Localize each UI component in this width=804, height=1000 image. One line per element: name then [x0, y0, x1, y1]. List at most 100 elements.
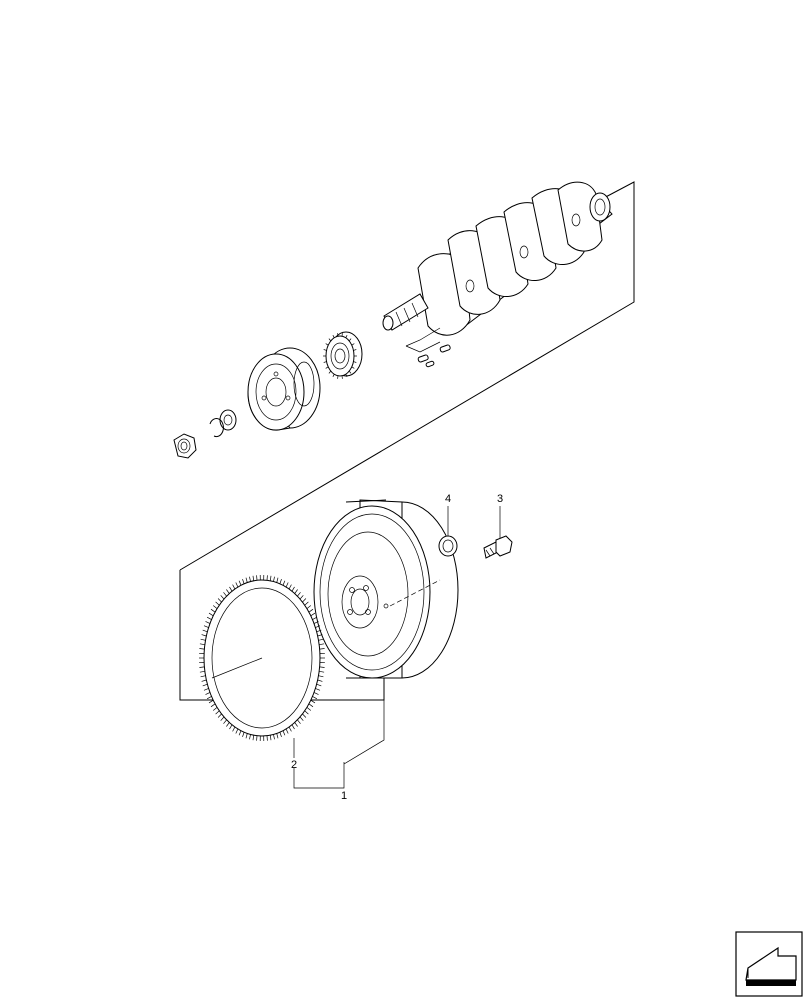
callout-leaders — [293, 682, 385, 789]
crankshaft-gear — [323, 331, 363, 379]
gear-tooth — [308, 703, 314, 708]
gear-tooth — [238, 730, 242, 736]
gear-tooth — [210, 608, 216, 613]
pilot-bushing — [438, 506, 458, 557]
gear-tooth — [220, 595, 225, 600]
gear-tooth — [328, 338, 332, 342]
flywheel-bolt — [483, 506, 513, 559]
gear-tooth — [279, 578, 282, 584]
gear-tooth — [325, 343, 329, 346]
gear-tooth — [302, 598, 307, 603]
callout-1: 1 — [341, 790, 347, 802]
pulley-washer — [219, 409, 237, 431]
pulley-circlip — [209, 418, 224, 438]
gear-tooth — [318, 675, 324, 678]
flywheel — [313, 499, 459, 679]
gear-tooth — [202, 683, 208, 687]
gear-tooth — [235, 728, 239, 734]
gear-tooth — [288, 726, 292, 732]
gear-tooth — [232, 726, 236, 732]
gear-tooth — [269, 735, 272, 741]
gear-tooth — [313, 621, 319, 624]
gear-tooth — [212, 605, 218, 609]
gear-tooth — [297, 719, 301, 724]
gear-tooth — [220, 716, 225, 721]
gear-tooth — [212, 707, 218, 711]
gear-tooth — [199, 670, 205, 673]
gear-tooth — [319, 670, 325, 673]
gear-tooth — [312, 616, 318, 620]
gear-tooth — [288, 584, 292, 590]
gear-tooth — [328, 370, 332, 374]
gear-tooth — [205, 692, 211, 695]
pulley-nut — [173, 433, 197, 459]
gear-tooth — [313, 692, 319, 695]
gear-tooth — [208, 699, 214, 704]
gear-tooth — [294, 722, 298, 727]
gear-tooth — [306, 707, 312, 711]
gear-tooth — [252, 735, 255, 741]
gear-tooth — [217, 598, 222, 603]
gear-tooth — [206, 696, 212, 700]
gear-tooth — [229, 724, 233, 730]
gear-tooth — [285, 582, 289, 588]
gear-tooth — [319, 666, 325, 668]
gear-tooth — [203, 625, 209, 628]
gear-tooth — [273, 576, 275, 582]
gear-tooth — [242, 578, 245, 584]
gear-tooth — [312, 696, 318, 700]
gear-tooth — [315, 625, 321, 628]
gear-tooth — [215, 710, 220, 715]
gear-tooth — [276, 577, 279, 583]
gear-tooth — [299, 595, 304, 600]
gear-tooth — [291, 586, 295, 592]
callout-4: 4 — [445, 493, 451, 505]
gear-tooth — [226, 722, 230, 727]
gear-tooth — [351, 366, 355, 369]
gear-tooth — [291, 724, 295, 730]
gear-tooth — [294, 589, 298, 594]
gear-tooth — [215, 601, 220, 606]
gear-tooth — [235, 582, 239, 588]
gear-tooth — [223, 592, 227, 597]
gear-tooth — [332, 374, 335, 378]
gear-tooth — [345, 334, 348, 338]
woodruff-keys — [405, 327, 451, 368]
gear-tooth — [353, 349, 357, 351]
gear-tooth — [252, 575, 255, 581]
gear-tooth — [325, 366, 329, 369]
gear-tooth — [297, 592, 301, 597]
gear-tooth — [249, 576, 251, 582]
gear-tooth — [345, 374, 348, 378]
gear-tooth — [332, 334, 335, 338]
gear-tooth — [348, 370, 352, 374]
gear-tooth — [319, 648, 325, 650]
gear-tooth — [282, 730, 286, 736]
gear-tooth — [245, 577, 248, 583]
gear-tooth — [208, 612, 214, 617]
gear-tooth — [323, 349, 327, 351]
gear-tooth — [199, 648, 205, 650]
gear-tooth — [245, 733, 248, 739]
gear-tooth — [304, 601, 309, 606]
callout-labels: 1 2 3 4 — [291, 493, 503, 802]
gear-tooth — [317, 679, 323, 682]
gear-tooth — [199, 643, 205, 646]
gear-tooth — [282, 580, 286, 586]
gear-tooth — [226, 589, 230, 594]
gear-tooth — [232, 584, 236, 590]
next-page-arrow-icon[interactable] — [735, 931, 803, 997]
gear-tooth — [238, 580, 242, 586]
gear-tooth — [201, 634, 207, 637]
gear-tooth — [206, 616, 212, 620]
gear-tooth — [315, 688, 321, 691]
gear-tooth — [299, 716, 304, 721]
gear-tooth — [242, 732, 245, 738]
gear-tooth — [269, 575, 272, 581]
gear-tooth — [285, 728, 289, 734]
gear-tooth — [316, 683, 322, 687]
gear-tooth — [217, 713, 222, 718]
gear-tooth — [323, 361, 327, 363]
gear-tooth — [310, 699, 316, 704]
